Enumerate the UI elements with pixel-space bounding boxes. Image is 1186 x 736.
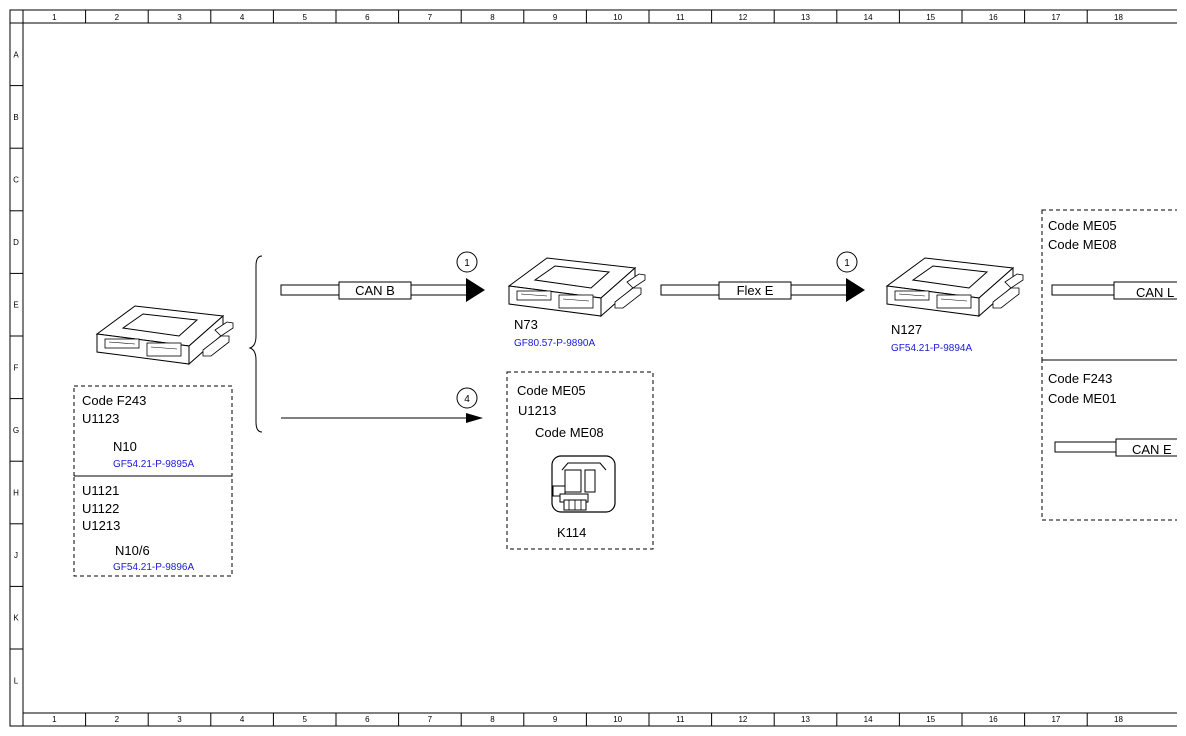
connection-4-marker: 4: [464, 394, 470, 405]
can-b-label: CAN B: [355, 283, 395, 298]
column-label-bottom: 12: [738, 715, 747, 724]
right-bottom-code-2: Code ME01: [1048, 391, 1117, 406]
can-b-marker: 1: [464, 258, 470, 269]
column-label-bottom: 17: [1051, 715, 1060, 724]
column-label-bottom: 3: [177, 715, 182, 724]
right-bottom-code-1: Code F243: [1048, 371, 1112, 386]
column-label-bottom: 4: [240, 715, 245, 724]
column-label-bottom: 5: [302, 715, 307, 724]
n10-6-code-3: U1213: [82, 518, 120, 533]
grid-labels: 1122334455667788991010111112121313141415…: [13, 13, 1124, 724]
column-label-top: 9: [553, 13, 558, 22]
column-label-bottom: 16: [989, 715, 998, 724]
grid-ticks: [10, 10, 1088, 726]
row-label: A: [13, 50, 19, 59]
right-top-code-1: Code ME05: [1048, 218, 1117, 233]
n10-6-box: [73, 475, 233, 577]
brace: [248, 255, 263, 433]
k114-code-1: Code ME05: [517, 383, 586, 398]
column-label-top: 16: [989, 13, 998, 22]
column-label-bottom: 1: [52, 715, 57, 724]
column-label-top: 1: [52, 13, 57, 22]
n127-label: N127: [891, 322, 922, 337]
k114-code-2: U1213: [518, 403, 556, 418]
n10-6-code-1: U1121: [82, 483, 119, 498]
n10-6-code-2: U1122: [82, 501, 119, 516]
marker-1-left: [456, 251, 478, 273]
column-label-bottom: 8: [490, 715, 495, 724]
column-label-top: 11: [676, 13, 685, 22]
n73-label: N73: [514, 317, 538, 332]
n73-ecu-icon: [508, 257, 646, 317]
column-label-bottom: 9: [553, 715, 558, 724]
connection-4: 4: [281, 387, 483, 423]
n10-code-2: U1123: [82, 411, 119, 426]
row-label: E: [13, 301, 18, 310]
row-label: B: [13, 113, 18, 122]
column-label-top: 7: [428, 13, 433, 22]
column-label-top: 8: [490, 13, 495, 22]
column-label-top: 4: [240, 13, 245, 22]
diagram-inner-frame: [22, 22, 1186, 714]
row-label: L: [14, 676, 19, 685]
flex-e-connection: Flex E 1: [660, 251, 865, 302]
marker-4: [456, 387, 478, 409]
column-label-bottom: 10: [613, 715, 622, 724]
column-label-bottom: 6: [365, 715, 370, 724]
column-label-top: 14: [864, 13, 873, 22]
column-label-top: 3: [177, 13, 182, 22]
right-bottom-box: [1041, 359, 1186, 521]
n10-label: N10: [113, 439, 137, 454]
column-label-bottom: 13: [801, 715, 810, 724]
column-label-top: 5: [302, 13, 307, 22]
column-label-top: 10: [613, 13, 622, 22]
row-label: D: [13, 238, 19, 247]
can-l-label: CAN L: [1136, 285, 1174, 300]
row-label: K: [13, 614, 19, 623]
column-label-bottom: 18: [1114, 715, 1123, 724]
n10-ecu-icon: [96, 305, 234, 365]
k114-box: [506, 371, 654, 550]
right-top-box: [1041, 209, 1186, 361]
column-label-bottom: 15: [926, 715, 935, 724]
column-label-bottom: 2: [115, 715, 120, 724]
flex-e-marker: 1: [844, 258, 850, 269]
marker-1-right: [836, 251, 858, 273]
n10-box: [73, 385, 233, 477]
column-label-top: 12: [738, 13, 747, 22]
n127-ref[interactable]: GF54.21-P-9894A: [891, 343, 972, 354]
n73-ref[interactable]: GF80.57-P-9890A: [514, 338, 595, 349]
relay-icon: [551, 455, 616, 513]
row-label: J: [14, 551, 18, 560]
right-top-code-2: Code ME08: [1048, 237, 1117, 252]
n10-6-label: N10/6: [115, 543, 150, 558]
k114-label: K114: [557, 525, 586, 540]
column-label-bottom: 7: [428, 715, 433, 724]
column-label-top: 15: [926, 13, 935, 22]
column-label-top: 18: [1114, 13, 1123, 22]
column-label-top: 2: [115, 13, 120, 22]
row-label: H: [13, 489, 19, 498]
column-label-top: 13: [801, 13, 810, 22]
column-label-top: 17: [1051, 13, 1060, 22]
column-label-bottom: 11: [676, 715, 685, 724]
n127-ecu-icon: [886, 257, 1024, 317]
flex-e-label: Flex E: [737, 283, 774, 298]
row-label: G: [13, 426, 19, 435]
column-label-top: 6: [365, 13, 370, 22]
column-label-bottom: 14: [864, 715, 873, 724]
diagram-frame: [9, 9, 1186, 727]
can-e-label: CAN E: [1132, 442, 1172, 457]
n10-6-ref[interactable]: GF54.21-P-9896A: [113, 562, 194, 573]
can-b-connection: CAN B 1: [280, 251, 485, 302]
row-label: F: [14, 363, 19, 372]
k114-code-3: Code ME08: [535, 425, 604, 440]
row-label: C: [13, 176, 19, 185]
n10-code-1: Code F243: [82, 393, 146, 408]
n10-ref[interactable]: GF54.21-P-9895A: [113, 459, 194, 470]
